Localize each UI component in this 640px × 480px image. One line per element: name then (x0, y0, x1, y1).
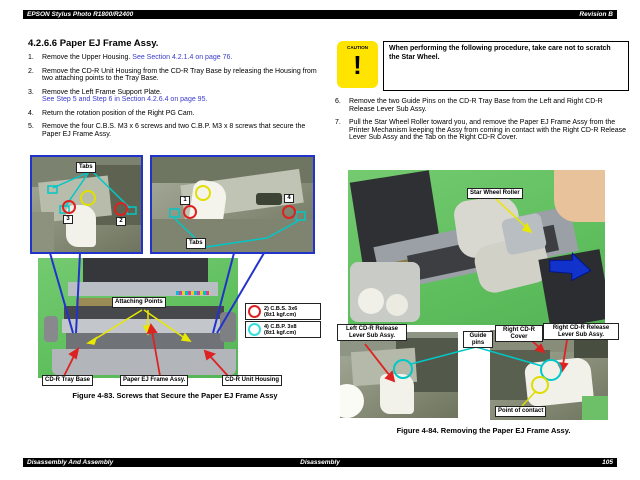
caution-icon: CAUTION ! (337, 41, 378, 88)
figure-4-83: Tabs Tabs 1 2 3 4 Attaching Points 2) C.… (28, 150, 322, 412)
machine-part (574, 338, 608, 358)
step-body-text: Remove the Left Frame Support Plate. (42, 88, 162, 96)
legend-row-cbs: 2) C.B.S. 3x6(8±1 kgf.cm) (245, 303, 321, 320)
procedure-steps-left: 1. Remove the Upper Housing. See Section… (28, 54, 320, 144)
step-body-text: Remove the Upper Housing. (42, 54, 133, 61)
caution-word: CAUTION (347, 45, 368, 50)
figure84-caption: Figure 4-84. Removing the Paper EJ Frame… (396, 426, 571, 435)
roller (340, 384, 364, 418)
green-backdrop (582, 396, 608, 420)
machine-part (152, 219, 313, 252)
legend-text: (8±1 kgf.cm) (264, 329, 297, 336)
step-7: 7. Pull the Star Wheel Roller toward you… (335, 119, 630, 142)
machine-part (64, 306, 224, 319)
legend-text: 2) C.B.S. 3x6 (264, 305, 298, 312)
cross-reference-link[interactable]: See Section 4.2.1.4 on page 76. (132, 54, 233, 61)
guide-pins-label: Guide pins (463, 331, 493, 348)
ink-marks (176, 291, 210, 295)
step-1: 1. Remove the Upper Housing. See Section… (28, 54, 320, 62)
footer-bar: Disassembly And Assembly Disassembly 105 (23, 458, 617, 467)
machine-part (256, 193, 282, 205)
procedure-steps-right: 6. Remove the two Guide Pins on the CD-R… (335, 98, 630, 148)
figure83-right-inset-photo (150, 155, 315, 254)
header-bar: EPSON Stylus Photo R1800/R2400 Revision … (23, 10, 617, 19)
caution-text: When performing the following procedure,… (389, 45, 611, 61)
step-number: 5. (28, 123, 34, 130)
step-body-text: Pull the Star Wheel Roller toward you, a… (349, 119, 627, 141)
footer-page-number: 105 (602, 459, 613, 466)
release-lever (380, 374, 414, 414)
red-circle-icon (248, 305, 261, 318)
cross-reference-link[interactable]: See Step 5 and Step 6 in Section 4.2.6.4… (42, 96, 208, 103)
right-lever-label: Right CD-R Release Lever Sub Assy. (543, 323, 619, 340)
footer-section: Disassembly (300, 459, 340, 466)
screw-number-2: 2 (116, 217, 126, 226)
machine-part (220, 312, 236, 342)
step-number: 6. (335, 98, 341, 105)
cdr-tray-base-label: CD-R Tray Base (42, 375, 94, 386)
figure-4-84: Star Wheel Roller Left CD-R Release Leve… (335, 168, 632, 444)
cdr-tray (52, 349, 236, 375)
step-number: 1. (28, 54, 34, 61)
screw-number-4: 4 (284, 194, 294, 203)
printer-tray (538, 249, 605, 325)
screw-legend: 2) C.B.S. 3x6(8±1 kgf.cm) 4) C.B.P. 3x8(… (245, 303, 321, 339)
attaching-points-label: Attaching Points (112, 297, 166, 308)
step-3: 3. Remove the Left Frame Support Plate.S… (28, 89, 320, 104)
figure83-main-photo (38, 258, 238, 378)
figure84-left-inset-photo (340, 332, 458, 418)
legend-text: (8±1 kgf.cm) (264, 311, 297, 318)
legend-text: 4) C.B.P. 3x8 (264, 323, 297, 330)
tabs-label-left: Tabs (76, 162, 96, 173)
point-of-contact-label: Point of contact (495, 406, 547, 417)
step-body-text: Return the rotation position of the Righ… (42, 109, 195, 117)
step-number: 4. (28, 109, 34, 117)
machine-part (32, 212, 54, 252)
step-body-text: Remove the two Guide Pins on the CD-R Tr… (349, 98, 603, 113)
figure83-caption: Figure 4-83. Screws that Secure the Pape… (72, 391, 278, 400)
section-heading: 4.2.6.6 Paper EJ Frame Assy. (28, 38, 159, 49)
step-2: 2. Remove the CD-R Unit Housing from the… (28, 68, 320, 83)
tabs-label-right: Tabs (186, 238, 206, 249)
step-body-text: Remove the four C.B.S. M3 x 6 screws and… (42, 123, 306, 138)
step-6: 6. Remove the two Guide Pins on the CD-R… (335, 98, 630, 113)
star-wheel-roller-label: Star Wheel Roller (467, 188, 523, 199)
machine-part (66, 205, 96, 247)
forearm (554, 170, 605, 222)
printer-lid (83, 258, 208, 284)
cdr-unit-housing-label: CD-R Unit Housing (222, 375, 282, 386)
exclamation-icon: ! (353, 50, 362, 80)
gear-wheel (358, 288, 384, 314)
machine-part (44, 316, 58, 342)
left-lever-label: Left CD-R Release Lever Sub Assy. (337, 324, 407, 341)
screw-number-3: 3 (63, 215, 73, 224)
legend-row-cbp: 4) C.B.P. 3x8(8±1 kgf.cm) (245, 321, 321, 338)
gear-wheel (386, 294, 408, 316)
machine-part (66, 333, 224, 349)
step-text: Remove the Left Frame Support Plate.See … (42, 89, 320, 104)
step-4: 4. Return the rotation position of the R… (28, 110, 320, 118)
step-number: 7. (335, 119, 341, 126)
step-text: Remove the Upper Housing. See Section 4.… (42, 54, 320, 62)
right-cdr-cover-label: Right CD-R Cover (495, 325, 543, 342)
header-title: EPSON Stylus Photo R1800/R2400 (27, 11, 134, 18)
screw-number-1: 1 (180, 196, 190, 205)
step-body-text: Remove the CD-R Unit Housing from the CD… (42, 67, 317, 83)
footer-chapter: Disassembly And Assembly (27, 459, 114, 466)
step-number: 2. (28, 67, 34, 75)
caution-box: When performing the following procedure,… (383, 41, 629, 91)
paper-ej-frame-label: Paper EJ Frame Assy. (120, 375, 189, 386)
step-5: 5. Remove the four C.B.S. M3 x 6 screws … (28, 123, 320, 138)
step-number: 3. (28, 88, 34, 96)
paper-ej-frame (62, 319, 228, 333)
cyan-circle-icon (248, 323, 261, 336)
header-revision: Revision B (579, 11, 613, 18)
